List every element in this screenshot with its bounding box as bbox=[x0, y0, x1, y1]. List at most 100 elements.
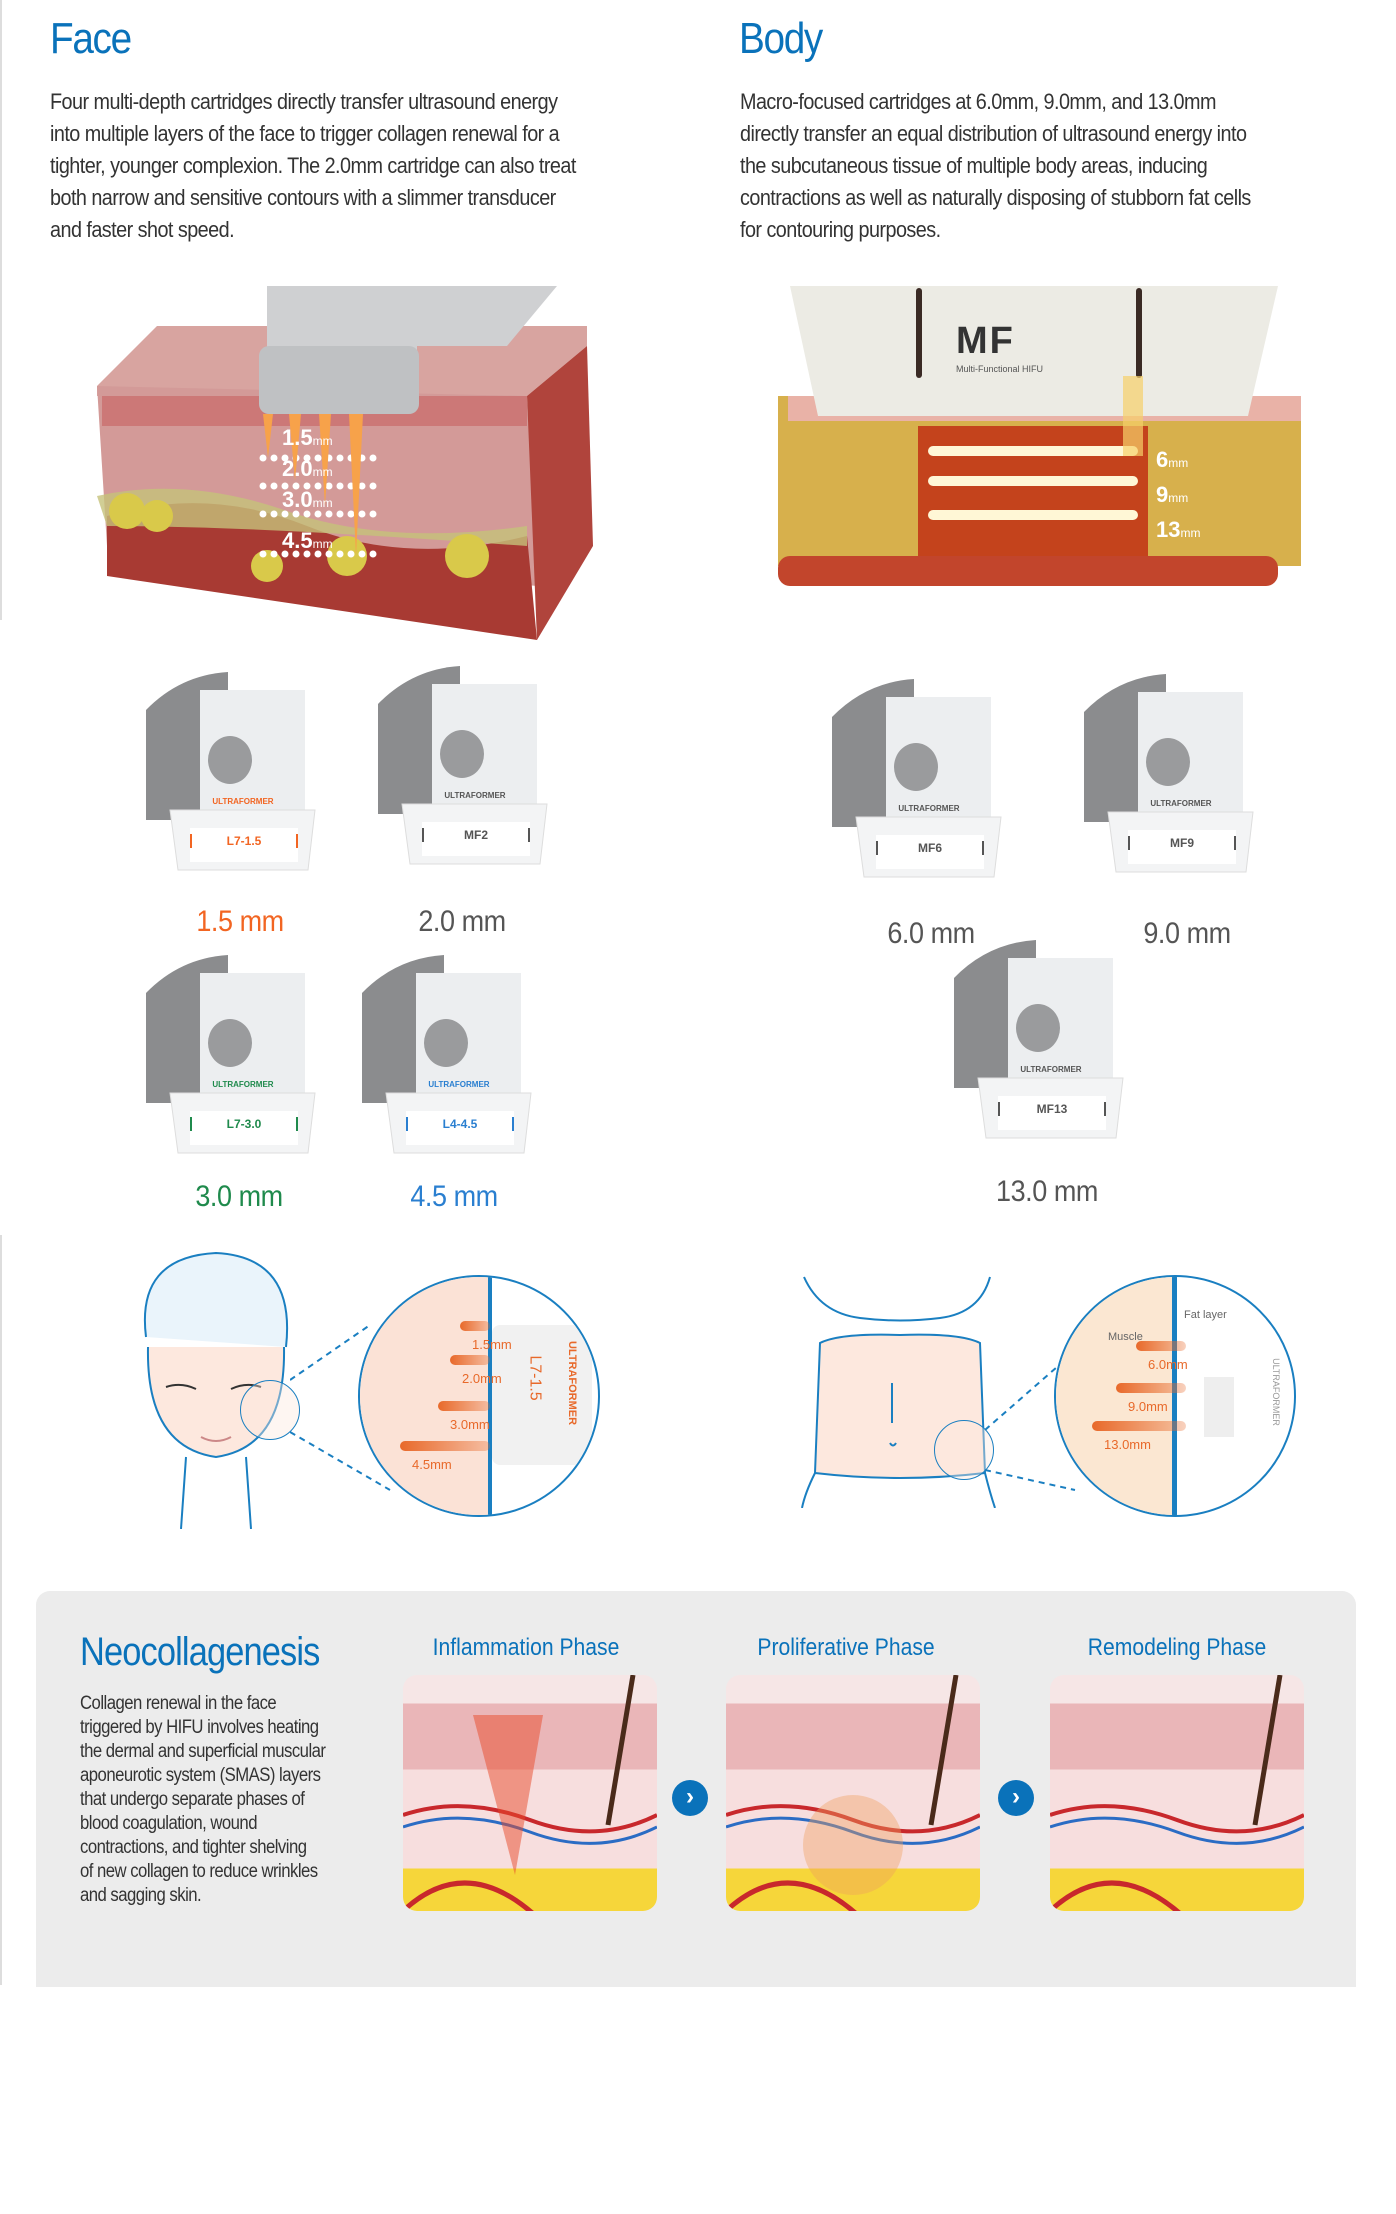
depth-value: 6 bbox=[1156, 447, 1169, 472]
focal-point bbox=[358, 550, 366, 558]
cartridge-code: MF6 bbox=[876, 841, 984, 855]
description-line: tighter, younger complexion. The 2.0mm c… bbox=[50, 153, 576, 178]
fat-layer-label: Fat layer bbox=[1184, 1309, 1227, 1321]
neocollagenesis-title: Neocollagenesis bbox=[80, 1630, 320, 1674]
cartridge-depth-label: 1.5 mm bbox=[196, 905, 284, 938]
focal-point bbox=[281, 510, 289, 518]
cartridge-brand: ULTRAFORMER bbox=[1150, 799, 1212, 808]
depth-value: 3.0 bbox=[282, 487, 313, 512]
focal-point bbox=[314, 510, 322, 518]
focal-point bbox=[259, 510, 267, 518]
focal-beam bbox=[1136, 1341, 1186, 1351]
depth-label: 6.0mm bbox=[1148, 1357, 1188, 1372]
focal-point bbox=[336, 482, 344, 490]
focal-point bbox=[347, 550, 355, 558]
phase-title: Remodeling Phase bbox=[1087, 1634, 1267, 1661]
focal-point bbox=[259, 550, 267, 558]
phase-illustration bbox=[726, 1675, 980, 1911]
description-line: contractions as well as naturally dispos… bbox=[740, 185, 1251, 210]
cartridge-mf2: ULTRAFORMER MF2 bbox=[372, 664, 562, 869]
focal-point bbox=[281, 454, 289, 462]
focal-point bbox=[292, 510, 300, 518]
zoom-connector-lines bbox=[290, 1324, 391, 1491]
phase-illustration bbox=[403, 1675, 657, 1911]
depth-label: 13.0mm bbox=[1104, 1437, 1151, 1452]
depth-unit: mm bbox=[1180, 526, 1201, 540]
focal-point bbox=[303, 454, 311, 462]
focal-point bbox=[336, 550, 344, 558]
focal-point bbox=[314, 550, 322, 558]
focal-point bbox=[336, 454, 344, 462]
page-edge bbox=[0, 0, 2, 620]
phase-title: Proliferative Phase bbox=[757, 1634, 935, 1661]
cartridge-code: MF9 bbox=[1128, 836, 1236, 850]
description-line: for contouring purposes. bbox=[740, 217, 941, 242]
depth-value: 4.5 bbox=[282, 528, 313, 553]
focal-point bbox=[281, 482, 289, 490]
focal-point bbox=[314, 482, 322, 490]
description-line: and sagging skin. bbox=[80, 1885, 202, 1906]
depth-unit: mm bbox=[312, 537, 333, 551]
cartridge-brand: ULTRAFORMER bbox=[444, 791, 506, 800]
muscle-label: Muscle bbox=[1108, 1331, 1143, 1343]
focal-point bbox=[270, 454, 278, 462]
cartridge-mf9: ULTRAFORMER MF9 bbox=[1078, 672, 1268, 877]
focal-point bbox=[369, 454, 377, 462]
body-zoom-target bbox=[934, 1420, 994, 1480]
cartridge-depth-label: 3.0 mm bbox=[195, 1180, 283, 1213]
cartridge-code: L7-3.0 bbox=[190, 1117, 298, 1131]
focal-point bbox=[303, 510, 311, 518]
phase-illustration bbox=[1050, 1675, 1304, 1911]
depth-label: 1.5mm bbox=[282, 424, 333, 455]
depth-label: 4.5mm bbox=[412, 1457, 452, 1472]
focal-beam bbox=[400, 1441, 490, 1451]
focal-point bbox=[292, 550, 300, 558]
description-line: blood coagulation, wound bbox=[80, 1813, 258, 1834]
face-title: Face bbox=[50, 14, 132, 63]
cartridge-code: L7-1.5 bbox=[190, 834, 298, 848]
chevron-right-icon: › bbox=[672, 1780, 708, 1816]
depth-unit: mm bbox=[312, 465, 333, 479]
depth-label: 3.0mm bbox=[450, 1417, 490, 1432]
zoom-cartridge-brand: ULTRAFORMER bbox=[566, 1340, 579, 1426]
chevron-right-icon: › bbox=[998, 1780, 1034, 1816]
focal-point bbox=[369, 510, 377, 518]
face-zoom-target bbox=[240, 1380, 300, 1440]
focal-point bbox=[259, 454, 267, 462]
cartridge-code: MF2 bbox=[422, 828, 530, 842]
depth-label: 2.0mm bbox=[282, 455, 333, 486]
focal-point bbox=[369, 550, 377, 558]
focal-point bbox=[325, 482, 333, 490]
device-subtitle: Multi-Functional HIFU bbox=[956, 364, 1044, 374]
depth-unit: mm bbox=[1168, 491, 1189, 505]
cartridge-code: MF13 bbox=[998, 1102, 1106, 1116]
cartridge-depth-label: 2.0 mm bbox=[418, 905, 506, 938]
depth-label: 9mm bbox=[1156, 479, 1200, 514]
depth-label: 3.0mm bbox=[282, 486, 333, 517]
description-line: the dermal and superficial muscular bbox=[80, 1741, 326, 1762]
cartridge-brand: ULTRAFORMER bbox=[898, 804, 960, 813]
body-description: Macro-focused cartridges at 6.0mm, 9.0mm… bbox=[740, 86, 1308, 246]
description-line: Macro-focused cartridges at 6.0mm, 9.0mm… bbox=[740, 89, 1216, 114]
focal-point bbox=[281, 550, 289, 558]
depth-label: 9.0mm bbox=[1128, 1399, 1168, 1414]
focal-point bbox=[303, 482, 311, 490]
cartridge-depth-label: 13.0 mm bbox=[996, 1175, 1098, 1208]
description-line: both narrow and sensitive contours with … bbox=[50, 185, 556, 210]
depth-value: 9 bbox=[1156, 482, 1169, 507]
description-line: that undergo separate phases of bbox=[80, 1789, 305, 1810]
description-line: aponeurotic system (SMAS) layers bbox=[80, 1765, 321, 1786]
focal-beam bbox=[450, 1355, 490, 1365]
description-line: the subcutaneous tissue of multiple body… bbox=[740, 153, 1208, 178]
focal-point bbox=[292, 482, 300, 490]
description-line: directly transfer an equal distribution … bbox=[740, 121, 1247, 146]
focal-point bbox=[347, 510, 355, 518]
zoom-cartridge-code: L7-1.5 bbox=[526, 1355, 544, 1401]
